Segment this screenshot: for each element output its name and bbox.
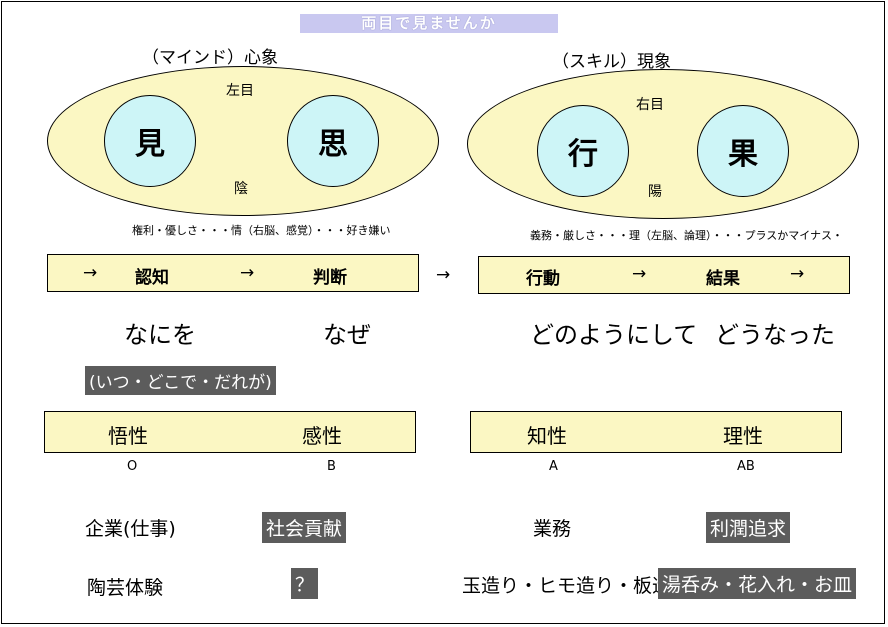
flow-step-action: 行動 — [526, 269, 560, 289]
grade-o: O — [127, 459, 138, 474]
example-products: 湯呑み・花入れ・お皿 — [658, 568, 857, 599]
example-techniques: 玉造り・ヒモ造り・板造り — [462, 575, 691, 597]
grade-ab: AB — [737, 459, 755, 474]
right-eye-label: 右目 — [636, 97, 664, 113]
left-yin-label: 陰 — [234, 181, 248, 197]
trait-intellect: 知性 — [527, 424, 567, 448]
question-outcome: どうなった — [715, 321, 835, 349]
trait-box-left — [44, 411, 416, 453]
example-social-contribution: 社会貢献 — [262, 512, 347, 543]
right-yang-label: 陽 — [648, 184, 662, 200]
example-pottery: 陶芸体験 — [87, 577, 164, 599]
grade-b: B — [327, 459, 336, 474]
trait-understanding: 悟性 — [108, 424, 148, 448]
left-eye-label: 左目 — [226, 83, 254, 99]
example-unknown: ？ — [291, 568, 319, 599]
circle-act: 行 — [537, 105, 629, 197]
page-title: 両目で見ませんか — [300, 14, 558, 33]
example-profit: 利潤追求 — [706, 512, 791, 543]
flow-step-recognize: 認知 — [135, 268, 169, 288]
flow-step-result: 結果 — [706, 269, 740, 289]
example-company: 企業(仕事) — [85, 518, 176, 540]
question-why: なぜ — [323, 321, 371, 349]
circle-think: 思 — [287, 95, 379, 187]
question-how: どのようにして — [530, 321, 698, 349]
question-subnote: (いつ・どこで・だれが) — [85, 366, 276, 395]
flow-arrow-4: → — [632, 264, 647, 284]
trait-sensitivity: 感性 — [302, 424, 342, 448]
flow-arrow-1: → — [83, 263, 98, 283]
right-note: 義務・厳しさ・・・理（左脳、論理）・・・プラスかマイナス・ — [530, 229, 844, 242]
question-what: なにを — [124, 321, 196, 349]
flow-step-judge: 判断 — [313, 268, 347, 288]
right-heading: （スキル）現象 — [552, 52, 671, 72]
flow-arrow-2: → — [240, 263, 255, 283]
circle-result: 果 — [697, 105, 789, 197]
flow-box-left — [47, 254, 419, 292]
left-note: 権利・優しさ・・・情（右脳、感覚）・・・好き嫌い — [132, 224, 391, 237]
right-eye-ellipse — [467, 69, 859, 219]
flow-arrow-3: → — [436, 265, 451, 285]
trait-reason: 理性 — [723, 424, 763, 448]
example-duties: 業務 — [533, 518, 572, 540]
flow-arrow-5: → — [790, 264, 805, 284]
grade-a: A — [549, 459, 558, 474]
flow-box-right — [478, 256, 850, 294]
circle-see: 見 — [104, 95, 196, 187]
left-heading: （マインド）心象 — [142, 48, 278, 68]
trait-box-right — [470, 411, 842, 453]
